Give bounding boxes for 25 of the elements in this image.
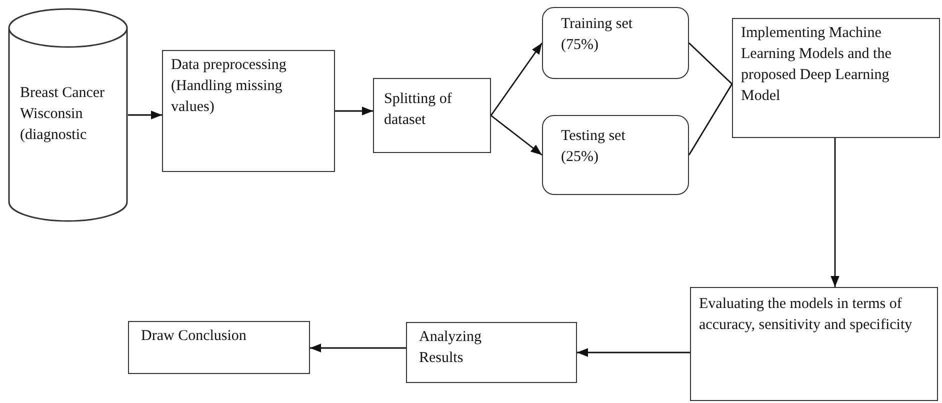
node-text: Breast Cancer Wisconsin (diagnostic [20, 84, 106, 145]
arrow [310, 344, 406, 352]
rounded-box [542, 115, 689, 195]
arrow [335, 106, 373, 116]
arrow [830, 138, 840, 287]
node-text: Data preprocessing (Handling missing values) [171, 56, 288, 117]
process-box [128, 321, 310, 374]
rounded-box [542, 7, 689, 79]
database-cylinder [8, 8, 128, 222]
node-text: Splitting of dataset [384, 90, 453, 130]
process-box [162, 50, 335, 172]
arrow [490, 114, 542, 156]
arrow [577, 348, 690, 357]
process-box [373, 78, 491, 153]
node-text: Implementing Machine Learning Models and the proposed Deep Learning Model [741, 24, 892, 106]
arrow [490, 42, 543, 116]
process-box [732, 18, 940, 138]
node-text: Training set (75%) [561, 15, 634, 55]
arrow [128, 110, 162, 120]
node-text: Analyzing Results [419, 328, 482, 368]
node-text: Testing set (25%) [561, 127, 626, 167]
node-text: Evaluating the models in terms of accuracy, sensitivity and specificity [699, 295, 914, 335]
process-box [690, 287, 938, 401]
process-box [406, 322, 577, 383]
node-text: Draw Conclusion [141, 327, 248, 346]
